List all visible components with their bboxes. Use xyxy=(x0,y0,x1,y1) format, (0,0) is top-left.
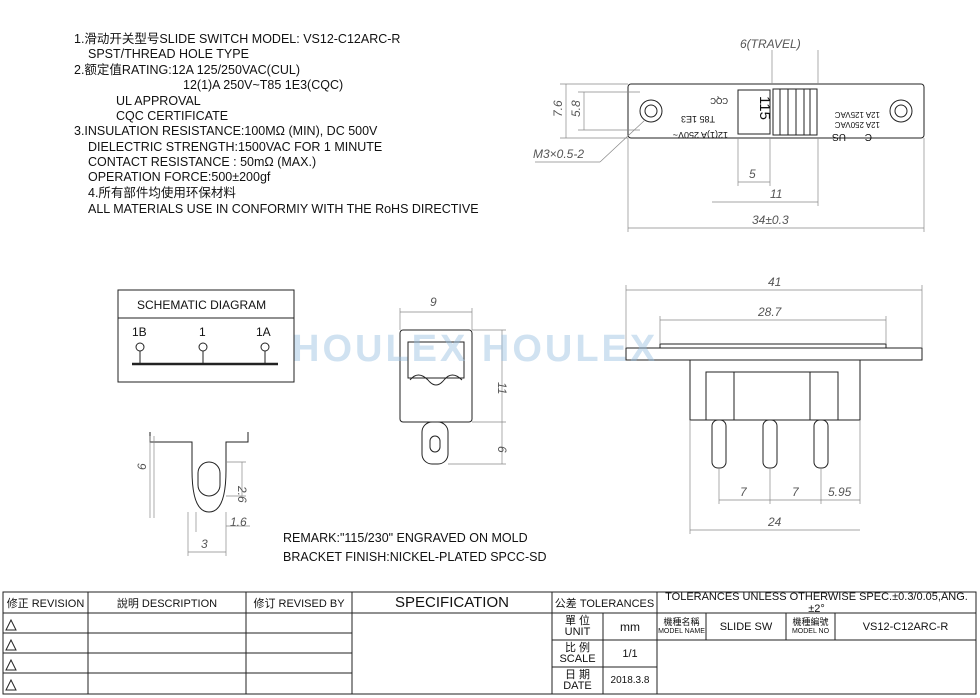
body-rating-line1: 12(1)A 250V~ xyxy=(673,130,728,140)
title-block-lines xyxy=(2,591,977,695)
rating-125: 12A 125VAC xyxy=(835,110,880,119)
tb-date-en: DATE xyxy=(563,679,592,692)
terminal-dim-2-6: 2.6 xyxy=(235,485,249,503)
side-view xyxy=(399,308,506,465)
terminal-dim-6: 6 xyxy=(135,463,149,470)
c-mark: C xyxy=(865,131,872,142)
note-rating: 2.额定值RATING:12A 125/250VAC(CUL) xyxy=(74,63,301,77)
terminal-detail xyxy=(149,432,250,556)
dim-7-6: 7.6 xyxy=(551,100,565,117)
note-materials-cn: 4.所有部件均使用环保材料 xyxy=(88,186,236,200)
note-operation-force: OPERATION FORCE:500±200gf xyxy=(88,170,271,184)
tb-scale-label: 比 例 SCALE xyxy=(552,640,603,667)
tb-scale-cn: 比 例 xyxy=(564,641,591,654)
front-dim-24: 24 xyxy=(767,515,782,529)
dim-5: 5 xyxy=(749,167,756,181)
tb-specification: SPECIFICATION xyxy=(395,594,509,611)
tb-model-no-en: MODEL NO xyxy=(791,627,830,635)
note-rating-cqc: 12(1)A 250V~T85 1E3(CQC) xyxy=(183,78,344,92)
tb-revision-header: 修正 REVISION xyxy=(6,597,85,610)
engrave-115: 115 xyxy=(756,96,773,120)
front-dim-5-95: 5.95 xyxy=(828,485,852,499)
tb-revised-by-header: 修订 REVISED BY xyxy=(253,597,345,610)
dim-11: 11 xyxy=(770,187,782,201)
dim-34: 34±0.3 xyxy=(752,213,789,227)
tb-description-header: 說明 DESCRIPTION xyxy=(116,597,218,610)
terminal-dim-3: 3 xyxy=(201,537,208,551)
tb-model-no-cn: 機種編號 xyxy=(792,616,829,627)
note-rohs: ALL MATERIALS USE IN CONFORMIY WITH THE … xyxy=(88,202,479,216)
revision-markers xyxy=(5,618,17,691)
schematic-diagram xyxy=(117,289,295,383)
tb-model-name-label: 機種名稱 MODEL NAME xyxy=(657,613,706,640)
tb-model-no-label: 機種編號 MODEL NO xyxy=(786,613,835,640)
tb-tolerances-label: 公差 TOLERANCES xyxy=(554,597,655,610)
tb-date-cn: 日 期 xyxy=(564,668,591,681)
schematic-title: SCHEMATIC DIAGRAM xyxy=(137,298,266,312)
tb-model-name-value: SLIDE SW xyxy=(719,620,773,633)
pin-1: 1 xyxy=(199,325,206,339)
remark-engraving: REMARK:"115/230" ENGRAVED ON MOLD xyxy=(283,531,528,545)
front-view xyxy=(625,285,923,534)
tb-scale-value: 1/1 xyxy=(622,647,638,660)
tb-unit-value: mm xyxy=(620,619,640,634)
side-dim-9: 9 xyxy=(430,295,437,309)
rating-250: 12A 250VAC xyxy=(835,120,880,129)
front-dim-28-7: 28.7 xyxy=(757,305,783,319)
note-ul: UL APPROVAL xyxy=(116,94,201,108)
watermark: HOULEX HOULEX xyxy=(292,328,659,370)
front-dim-pitch1: 7 xyxy=(740,485,748,499)
note-model: 1.滑动开关型号SLIDE SWITCH MODEL: VS12-C12ARC-… xyxy=(74,32,401,46)
top-view xyxy=(535,50,925,232)
note-cqc: CQC CERTIFICATE xyxy=(116,109,229,123)
cqc-mark: CQC xyxy=(710,96,728,105)
body-rating-line2: T85 1E3 xyxy=(681,114,715,124)
front-dim-pitch2: 7 xyxy=(792,485,800,499)
side-dim-6: 6 xyxy=(495,446,509,453)
note-insulation: 3.INSULATION RESISTANCE:100MΩ (MIN), DC … xyxy=(74,124,378,138)
tb-model-no-value: VS12-C12ARC-R xyxy=(862,620,949,633)
dim-thread: M3×0.5-2 xyxy=(533,147,584,161)
tb-scale-en: SCALE xyxy=(559,652,596,665)
note-contact-resistance: CONTACT RESISTANCE : 50mΩ (MAX.) xyxy=(88,155,317,169)
note-dielectric: DIELECTRIC STRENGTH:1500VAC FOR 1 MINUTE xyxy=(88,140,383,154)
note-type: SPST/THREAD HOLE TYPE xyxy=(88,47,249,61)
terminal-dim-1-6: 1.6 xyxy=(230,515,247,529)
us-mark: US xyxy=(832,131,846,142)
tb-model-name-cn: 機種名稱 xyxy=(663,616,700,627)
dim-5-8: 5.8 xyxy=(569,100,583,117)
tb-unit-cn: 單 位 xyxy=(564,614,591,627)
side-dim-11: 11 xyxy=(495,382,509,394)
tb-date-label: 日 期 DATE xyxy=(552,667,603,694)
tb-date-value: 2018.3.8 xyxy=(610,675,650,686)
tb-unit-label: 單 位 UNIT xyxy=(552,613,603,640)
pin-1a: 1A xyxy=(256,325,271,339)
dim-travel: 6(TRAVEL) xyxy=(740,37,801,51)
tb-tolerances-value: TOLERANCES UNLESS OTHERWISE SPEC.±0.3/0.… xyxy=(665,590,968,615)
front-dim-41: 41 xyxy=(768,275,781,289)
tb-unit-en: UNIT xyxy=(564,625,591,638)
pin-1b: 1B xyxy=(132,325,147,339)
tb-model-name-en: MODEL NAME xyxy=(658,627,705,635)
remark-bracket: BRACKET FINISH:NICKEL-PLATED SPCC-SD xyxy=(283,550,546,564)
